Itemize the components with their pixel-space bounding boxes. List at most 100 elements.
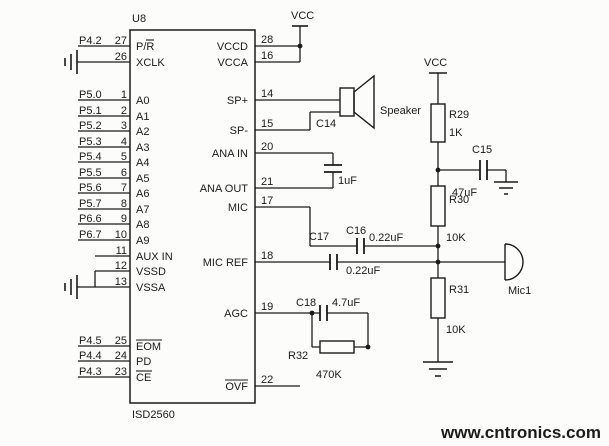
watermark-text: www.cntronics.com [440,423,601,442]
pin-name: CE [136,372,151,384]
pin-name: VCCA [217,57,248,69]
pin-number: 23 [115,366,127,378]
vcc-symbols [292,25,447,74]
ic-u8-body [129,29,256,404]
r32-ref-label: R32 [288,350,308,362]
pin-name: VCCD [217,41,248,53]
pin-name: A1 [136,111,149,123]
speaker-horn-icon [353,74,375,130]
right-wires [255,26,507,387]
ground-xclk-icon [64,50,78,74]
resistor-r30-icon [430,185,446,227]
pin-name: A3 [136,142,149,154]
r31-value-label: 10K [446,324,466,336]
pin-number: 17 [261,195,273,207]
ground-vssa-icon [64,275,78,299]
pin-number: 15 [261,118,273,130]
overline-marks [136,39,248,381]
pin-number: 18 [261,250,273,262]
pin-number: 9 [121,213,127,225]
capacitors [319,160,488,321]
pin-name: A4 [136,157,149,169]
resistor-r31-icon [430,277,446,319]
component-labels: VCC VCC Speaker Mic1 C14 1uF C15 47uF C1… [288,10,531,381]
junction-dots [297,43,441,350]
c14-ref-label: C14 [316,118,336,130]
net-label: P6.7 [79,229,102,241]
pin-name: OVF [225,381,248,393]
pin-number: 22 [261,374,273,386]
capacitor-c18-icon [319,305,328,321]
r31-ref-label: R31 [449,284,469,296]
pin-name: MIC REF [203,257,249,269]
c17-ref-label: C17 [309,231,329,243]
resistor-r32-icon [319,340,355,354]
c18-ref-label: C18 [296,297,316,309]
pin-number: 14 [261,88,273,100]
net-label: P5.5 [79,167,102,179]
speaker-icon [339,87,355,117]
speaker-label: Speaker [380,105,421,117]
pin-name: A0 [136,95,149,107]
pin-number: 26 [115,51,127,63]
pin-name: A6 [136,188,149,200]
r30-value-label: 10K [446,232,466,244]
pin-number: 16 [261,50,273,62]
chip-part-label: ISD2560 [132,409,175,421]
transducers [339,74,524,281]
pin-name: VSSA [136,282,166,294]
net-label: P5.2 [79,120,102,132]
pin-number: 19 [261,301,273,313]
r29-ref-label: R29 [449,109,469,121]
pin-number: 3 [121,120,127,132]
ground-symbols [64,50,518,377]
vcc-top-label: VCC [291,10,314,22]
pin-number: 13 [115,276,127,288]
capacitor-c14-icon [324,164,342,173]
pin-number: 27 [115,35,127,47]
pin-number: 6 [121,167,127,179]
pin-name: EOM [136,341,161,353]
ground-c15-icon [494,181,518,195]
pin-name: A2 [136,126,149,138]
pin-name: ANA IN [212,148,248,160]
net-label: P6.6 [79,213,102,225]
pin-number: 1 [121,89,127,101]
net-label: P5.4 [79,151,102,163]
pin-name: AUX IN [136,251,173,263]
pin-number: 10 [115,229,127,241]
wires [77,26,507,387]
net-label: P4.5 [79,335,102,347]
pin-name: SP- [230,125,249,137]
left-pin-numbers: 27 26 1 2 3 4 5 6 7 8 9 10 11 12 13 25 2… [115,35,127,378]
pin-number: 7 [121,182,127,194]
pin-name: P/R [136,41,154,53]
capacitor-c15-icon [479,160,488,180]
pin-number: 20 [261,141,273,153]
pin-name: A5 [136,173,149,185]
r32-value-label: 470K [316,369,342,381]
pin-name: VSSD [136,266,166,278]
microphone-icon [504,243,524,281]
capacitor-c17-icon [329,254,338,270]
net-label: P5.1 [79,105,102,117]
capacitor-c16-icon [356,238,365,254]
pin-name: A9 [136,235,149,247]
pin-name: MIC [228,202,248,214]
pin-number: 2 [121,105,127,117]
pin-number: 21 [261,176,273,188]
pin-name: A7 [136,204,149,216]
ground-r31-icon [423,361,453,377]
chip-ref-label: U8 [132,13,146,25]
c17-value-label: 0.22uF [346,265,381,277]
net-label: P5.7 [79,198,102,210]
pin-name: XCLK [136,57,165,69]
net-label: P4.3 [79,366,102,378]
resistor-r29-icon [430,103,446,143]
pin-number: 4 [121,136,127,148]
left-pin-names: P/R XCLK A0 A1 A2 A3 A4 A5 A6 A7 A8 A9 A… [136,41,173,384]
vcc-right-label: VCC [424,57,447,69]
mic-label: Mic1 [508,285,531,297]
